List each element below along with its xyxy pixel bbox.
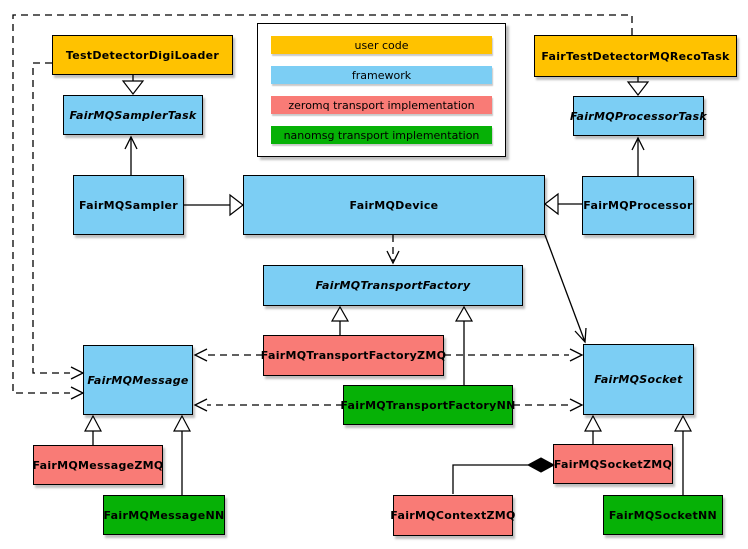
edge-assoc-fairmqsampler-fairmqsamplertask [124,135,138,175]
class-box-fairmqprocessor: FairMQProcessor [582,176,694,235]
edge-dep-fairmqtransportfactorynn-fairmqmessage [193,398,343,412]
legend: user code framework zeromq transport imp… [257,23,506,157]
class-box-fairmqdevice: FairMQDevice [243,175,545,235]
class-box-fairmqmessagenn: FairMQMessageNN [103,495,225,535]
class-box-fairmqmessage: FairMQMessage [83,345,193,415]
class-box-fairmqsamplertask: FairMQSamplerTask [63,95,203,135]
edge-inherits-fairmqsampler-fairmqdevice [184,193,244,217]
edge-inherits-fairmqmessagenn-fairmqmessage [173,414,191,495]
edge-dep-fairmqtransportfactoryzmq-fairmqsocket [444,348,584,362]
class-box-fairmqtransportfactoryzmq: FairMQTransportFactoryZMQ [261,335,446,376]
edge-inherits-fairtestdetectormqrecotask-fairmqprocessortask [626,77,650,96]
class-box-fairmqsampler: FairMQSampler [73,175,184,235]
legend-item-framework: framework [271,66,492,84]
class-box-fairmqcontextzmq: FairMQContextZMQ [390,495,515,536]
edge-inherits-fairmqprocessor-fairmqdevice [544,192,582,216]
legend-item-zeromq: zeromq transport implementation [271,96,492,114]
edge-assoc-fairmqprocessor-fairmqprocessortask [631,136,645,176]
edge-dep-fairmqtransportfactorynn-fairmqsocket [513,398,584,412]
edge-inherits-testdetectordigiloader-fairmqsamplertask [121,75,145,95]
class-box-fairmqprocessortask: FairMQProcessorTask [570,96,707,136]
legend-item-nanomsg: nanomsg transport implementation [271,126,492,144]
class-box-fairmqmessagezmq: FairMQMessageZMQ [32,445,163,485]
legend-item-user-code: user code [271,36,492,54]
edge-dep-fairmqtransportfactoryzmq-fairmqmessage [193,348,263,362]
edge-inherits-fairmqsocketzmq-fairmqsocket [584,414,602,444]
edge-dep-fairmqdevice-fairmqtransportfactory [386,235,400,265]
edge-inherits-fairmqmessagezmq-fairmqmessage [84,414,102,445]
edge-inherits-fairmqsocketnn-fairmqsocket [674,414,692,495]
class-box-fairmqtransportfactory: FairMQTransportFactory [263,265,523,306]
edge-comp-fairmqcontextzmq-fairmqsocketzmq [452,457,556,494]
class-box-testdetectordigiloader: TestDetectorDigiLoader [52,35,233,75]
edge-assoc-fairmqdevice-fairmqsocket [544,234,587,344]
class-box-fairmqsocket: FairMQSocket [583,344,694,415]
class-box-fairmqsocketnn: FairMQSocketNN [603,495,723,535]
class-box-fairmqsocketzmq: FairMQSocketZMQ [553,444,673,484]
class-box-fairtestdetectormqrecotask: FairTestDetectorMQRecoTask [534,35,737,77]
edge-inherits-fairmqtransportfactorynn-fairmqtransportfactory [454,305,474,385]
edge-inherits-fairmqtransportfactoryzmq-fairmqtransportfactory [330,305,350,335]
class-box-fairmqtransportfactorynn: FairMQTransportFactoryNN [340,385,515,425]
